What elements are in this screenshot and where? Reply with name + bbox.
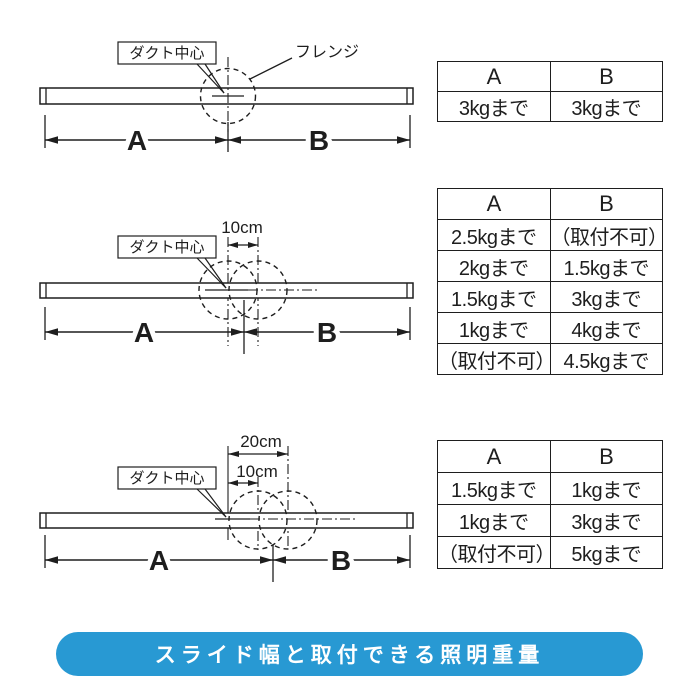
arrowhead (45, 328, 58, 336)
flange-label: フレンジ (295, 44, 359, 61)
table-row: （取付不可） 4.5kgまで (437, 343, 663, 375)
cell-a: 2kgまで (437, 250, 551, 282)
table-header-row: A B (437, 440, 663, 473)
cell-b: 3kgまで (549, 281, 663, 313)
duct-center-label: ダクト中心 (129, 470, 204, 487)
dim-label-a: A (134, 317, 154, 348)
offset-label-10cm: 10cm (236, 462, 278, 481)
dim-label-a: A (149, 545, 169, 576)
arrowhead (277, 451, 288, 457)
table-row: 1.5kgまで 1kgまで (437, 472, 663, 505)
arrowhead (228, 242, 238, 248)
col-header-a: A (437, 61, 551, 92)
weight-table-no-slide: A B 3kgまで 3kgまで (437, 61, 663, 122)
duct-center-label-box (117, 466, 217, 490)
diagram-no-slide: ダクト中心 フレンジ A B (39, 41, 414, 161)
table-row: 1kgまで 4kgまで (437, 312, 663, 344)
cell-b: 1.5kgまで (549, 250, 663, 282)
cell-a: （取付不可） (437, 343, 551, 375)
col-header-b: B (549, 440, 663, 473)
leader-wedge-a (196, 488, 227, 518)
cell-b: 1kgまで (549, 472, 663, 505)
arrowhead (228, 136, 241, 144)
duct-center-label: ダクト中心 (129, 45, 204, 62)
table-row: 1kgまで 3kgまで (437, 504, 663, 537)
leader-wedge-b (204, 488, 227, 518)
arrowhead (397, 136, 410, 144)
leader-wedge-b (204, 257, 227, 289)
flange-leader-line (249, 57, 293, 80)
cell-b: 5kgまで (549, 536, 663, 569)
cell-b: 3kgまで (549, 504, 663, 537)
flange-circle-mid (228, 490, 288, 550)
cell-b: 4.5kgまで (549, 343, 663, 375)
offset-label-20cm: 20cm (240, 432, 282, 451)
col-header-a: A (437, 188, 551, 220)
cell-a: 1.5kgまで (437, 472, 551, 505)
caption-banner: スライド幅と取付できる照明重量 (56, 632, 643, 676)
cell-b: 4kgまで (549, 312, 663, 344)
caption-banner-text: スライド幅と取付できる照明重量 (154, 644, 545, 667)
col-header-b: B (549, 61, 663, 92)
arrowhead (45, 556, 58, 564)
arrowhead (231, 328, 244, 336)
table-row: 2.5kgまで （取付不可） (437, 219, 663, 251)
flange-circle (199, 67, 257, 125)
dim-label-b: B (317, 317, 337, 348)
table-row: （取付不可） 5kgまで (437, 536, 663, 569)
duct-center-label-box (117, 235, 217, 259)
dim-label-b: B (309, 125, 329, 156)
arrowhead (228, 451, 239, 457)
table-header-row: A B (437, 61, 663, 92)
diagram-slide-10cm: 10cm ダクト中心 (39, 218, 414, 354)
col-header-a: A (437, 440, 551, 473)
arrowhead (397, 328, 410, 336)
arrowhead (397, 556, 410, 564)
arrowhead (248, 480, 258, 486)
weight-table-slide-10cm: A B 2.5kgまで （取付不可） 2kgまで 1.5kgまで 1.5kgまで… (437, 188, 663, 375)
leader-wedge-a (196, 63, 225, 94)
cell-b: 3kgまで (549, 91, 663, 122)
offset-label-10cm: 10cm (221, 218, 263, 237)
duct-center-label: ダクト中心 (129, 239, 204, 256)
flange-circle-outer (258, 490, 318, 550)
arrowhead (260, 556, 273, 564)
arrowhead (228, 480, 238, 486)
cell-a: （取付不可） (437, 536, 551, 569)
duct-center-label-box (117, 41, 217, 65)
arrowhead (273, 556, 286, 564)
weight-table-slide-20cm: A B 1.5kgまで 1kgまで 1kgまで 3kgまで （取付不可） 5kg… (437, 440, 663, 569)
leader-wedge-b (204, 63, 225, 94)
diagram-layer: ダクト中心 フレンジ A B 10cm (39, 41, 414, 582)
table-header-row: A B (437, 188, 663, 220)
table-row: 1.5kgまで 3kgまで (437, 281, 663, 313)
arrowhead (215, 136, 228, 144)
cell-a: 3kgまで (437, 91, 551, 122)
dim-label-a: A (127, 125, 147, 156)
cell-a: 2.5kgまで (437, 219, 551, 251)
col-header-b: B (549, 188, 663, 220)
cell-b: （取付不可） (549, 219, 663, 251)
arrowhead (244, 328, 257, 336)
cell-a: 1kgまで (437, 312, 551, 344)
dim-label-b: B (331, 545, 351, 576)
duct-rail (39, 512, 414, 529)
table-row: 2kgまで 1.5kgまで (437, 250, 663, 282)
cell-a: 1kgまで (437, 504, 551, 537)
arrowhead (248, 242, 258, 248)
table-row: 3kgまで 3kgまで (437, 91, 663, 122)
diagram-slide-20cm: 20cm 10cm ダクト中心 (39, 432, 414, 582)
arrowhead (45, 136, 58, 144)
cell-a: 1.5kgまで (437, 281, 551, 313)
leader-wedge-a (196, 257, 227, 289)
